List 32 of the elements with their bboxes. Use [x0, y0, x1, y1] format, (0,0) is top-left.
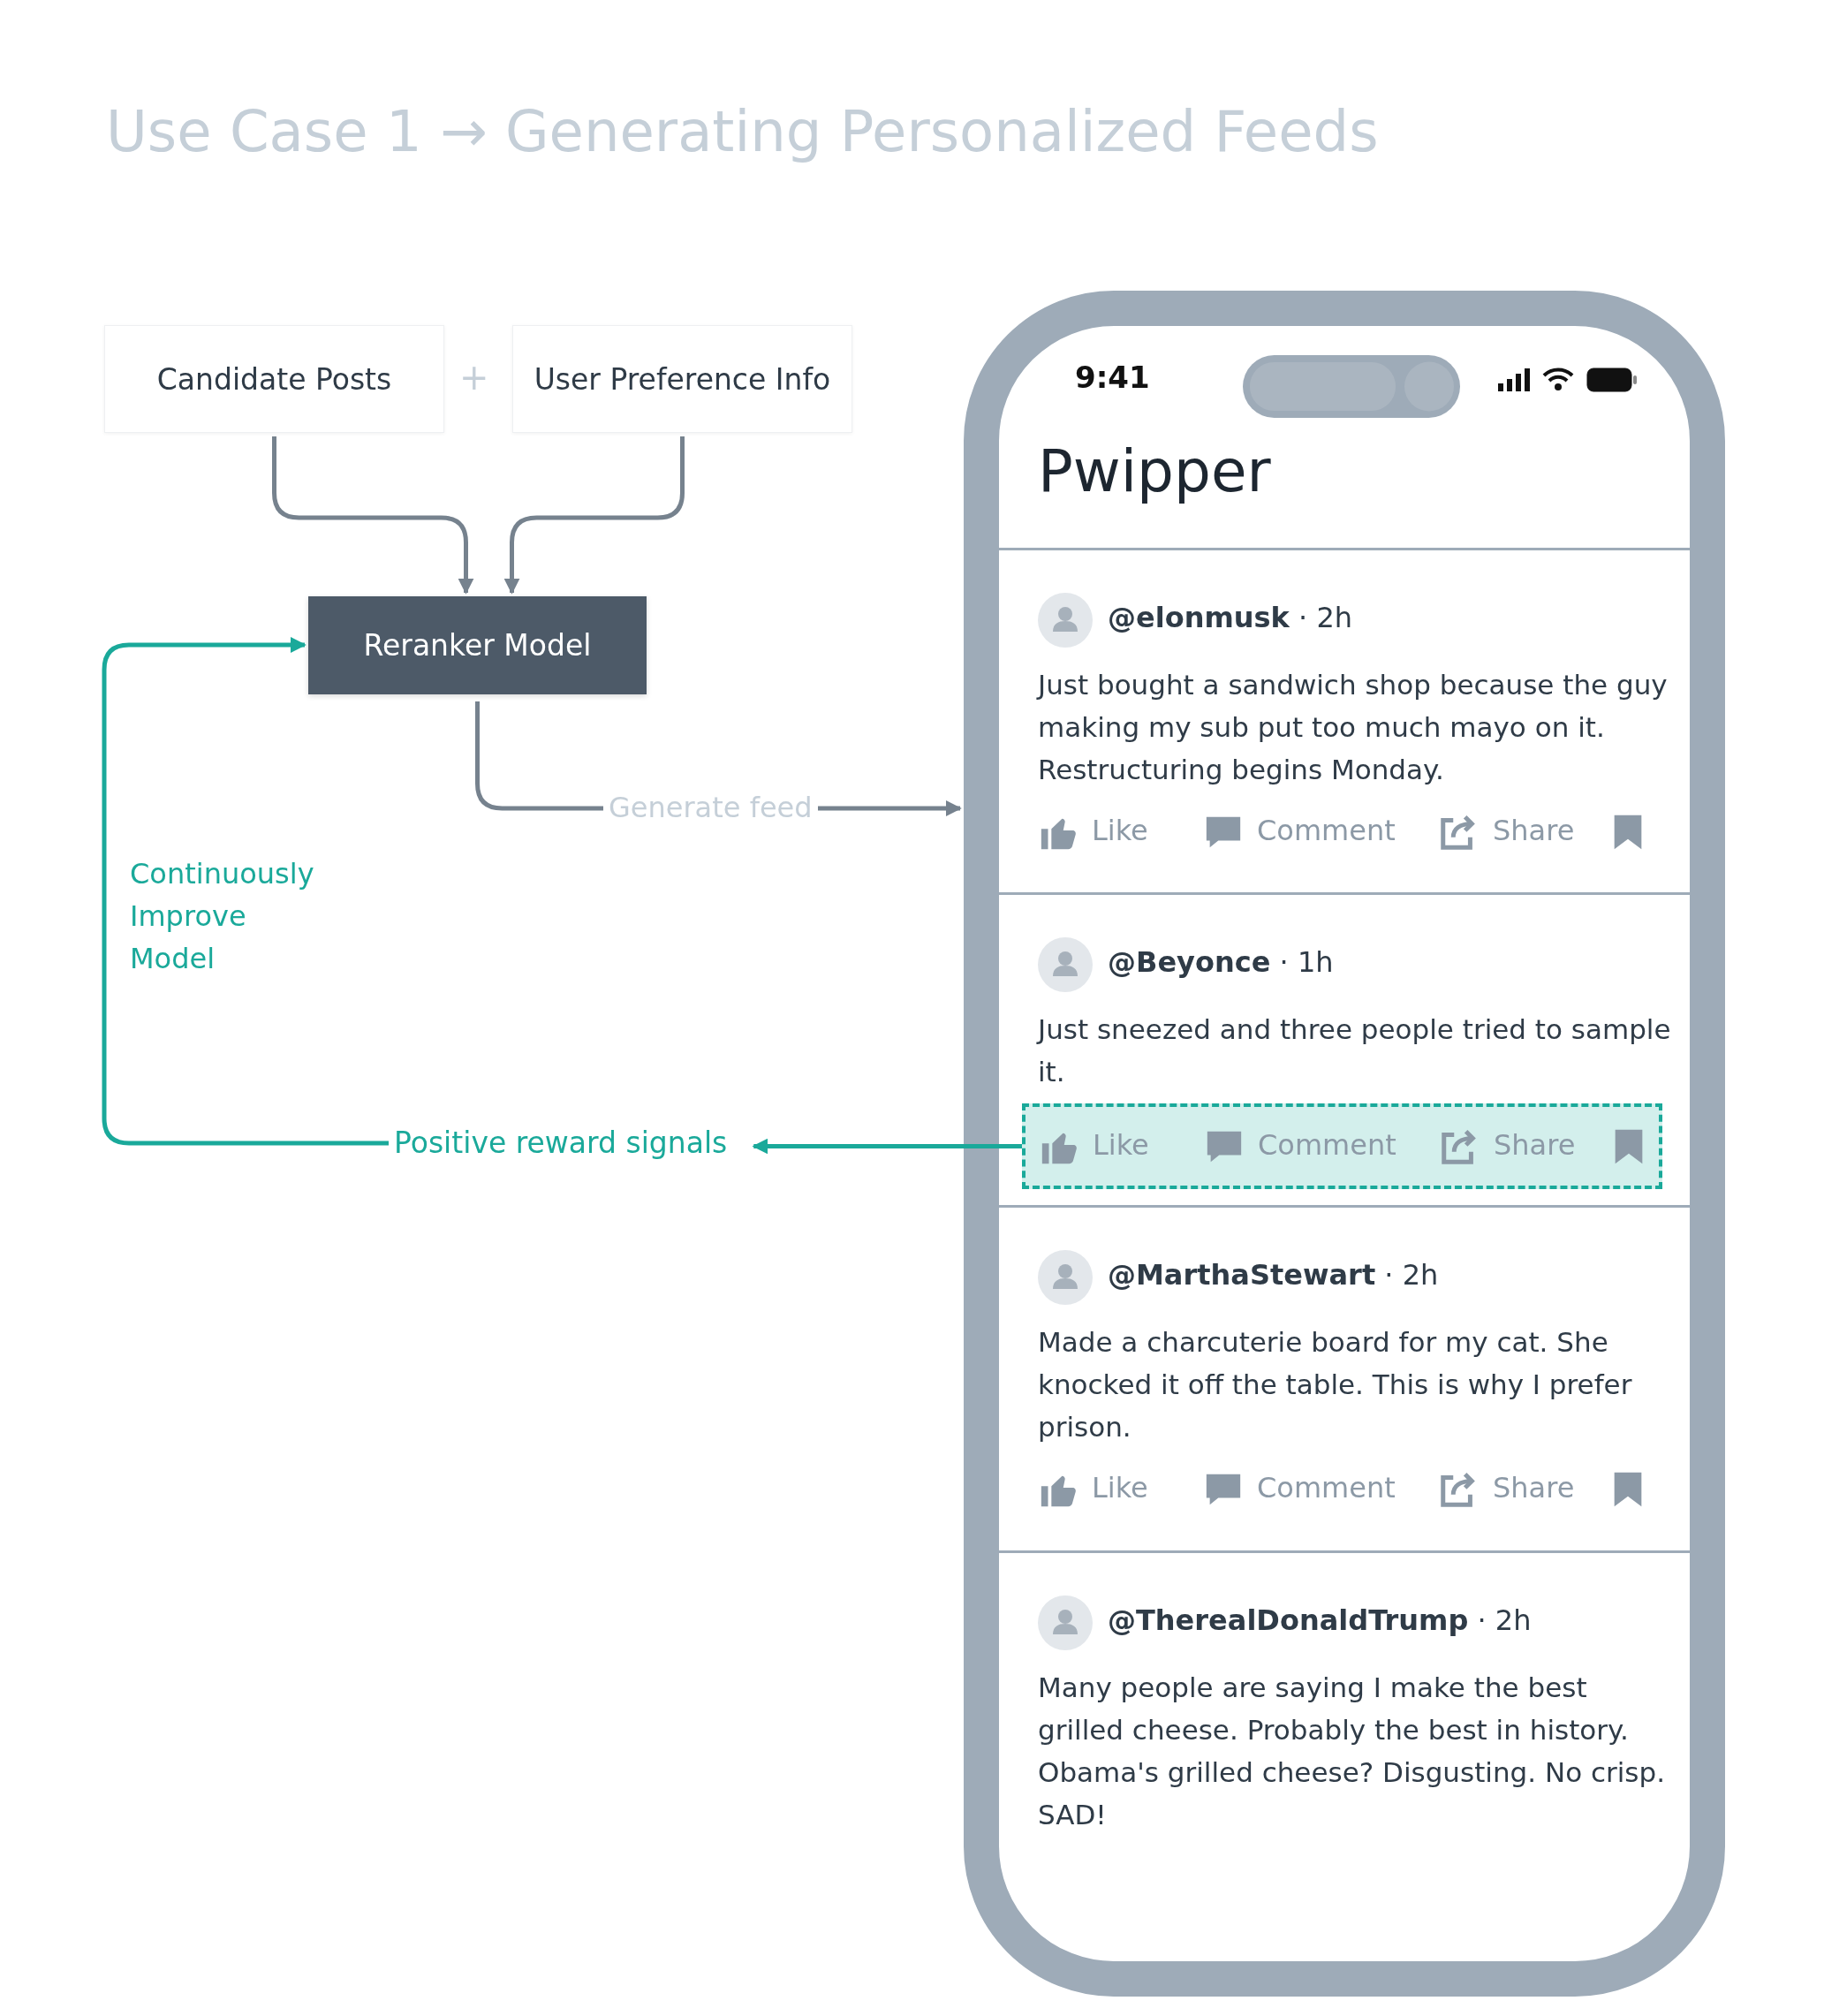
post-header: @MarthaStewart · 2h: [1108, 1258, 1439, 1292]
phone-mockup: [964, 291, 1725, 1997]
post-header: @Beyonce · 1h: [1108, 945, 1334, 979]
box-label: Candidate Posts: [156, 361, 392, 397]
arrow: [752, 1138, 1022, 1155]
action-label: Comment: [1257, 814, 1396, 847]
action-label: Like: [1093, 1128, 1149, 1162]
plus-sign: +: [459, 357, 489, 398]
status-time: 9:41: [1075, 360, 1150, 395]
title: Use Case 1 → Generating Personalized Feeds: [106, 99, 1379, 164]
app-title: Pwipper: [1038, 437, 1271, 505]
action-label: Comment: [1257, 1471, 1396, 1504]
post-text: Just bought a sandwich shop because the guy making my sub put too much mayo on it. Restructuring begins Monday.: [1038, 668, 1669, 787]
action-label: Share: [1493, 814, 1575, 847]
post-header: @TherealDonaldTrump · 2h: [1108, 1603, 1532, 1637]
action-label: Share: [1494, 1128, 1576, 1162]
post-text: Many people are saying I make the best grilled cheese. Probably the best in history. Obama's grilled cheese? Disgusting. No crisp. SAD!: [1038, 1671, 1667, 1832]
feedback-label: Positive reward signals: [389, 1122, 754, 1164]
action-label: Share: [1493, 1471, 1575, 1504]
arrow: [102, 637, 389, 1146]
action-label: Comment: [1258, 1128, 1396, 1162]
arrow: [503, 436, 685, 595]
box-label: User Preference Info: [534, 361, 831, 397]
post-text: Just sneezed and three people tried to sample it.: [1038, 1012, 1672, 1089]
highlighted-action-bar: [1022, 1103, 1662, 1189]
box-label: Reranker Model: [363, 628, 592, 663]
action-label: Like: [1092, 814, 1148, 847]
model-box: [308, 596, 647, 694]
arrow: [272, 436, 474, 595]
action-label: Like: [1092, 1471, 1148, 1504]
post-header: @elonmusk · 2h: [1108, 601, 1353, 634]
post-text: Made a charcuterie board for my cat. She knocked it off the table. This is why I prefer prison.: [1038, 1325, 1633, 1444]
